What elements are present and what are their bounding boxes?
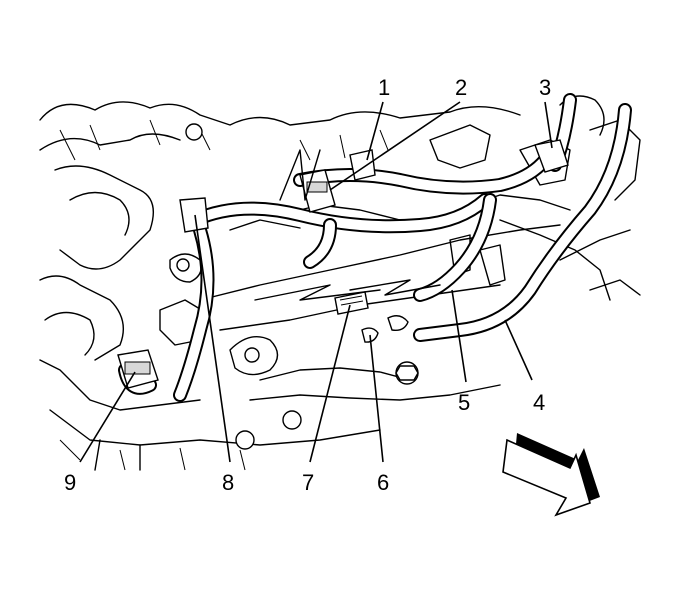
wiring-harness [118, 93, 632, 402]
bolt-heads [176, 123, 419, 450]
callout-1: 1 [378, 75, 390, 100]
callout-labels: 1 2 3 4 5 6 7 8 9 [64, 75, 551, 495]
callout-8: 8 [222, 470, 234, 495]
connectors [117, 139, 569, 389]
callout-3: 3 [539, 75, 551, 100]
callout-6: 6 [377, 470, 389, 495]
direction-arrow-icon [502, 433, 600, 517]
callout-7: 7 [302, 470, 314, 495]
callout-2: 2 [455, 75, 467, 100]
leader-lines [79, 101, 553, 463]
callout-5: 5 [458, 390, 470, 415]
callout-9: 9 [64, 470, 76, 495]
callout-4: 4 [533, 390, 545, 415]
